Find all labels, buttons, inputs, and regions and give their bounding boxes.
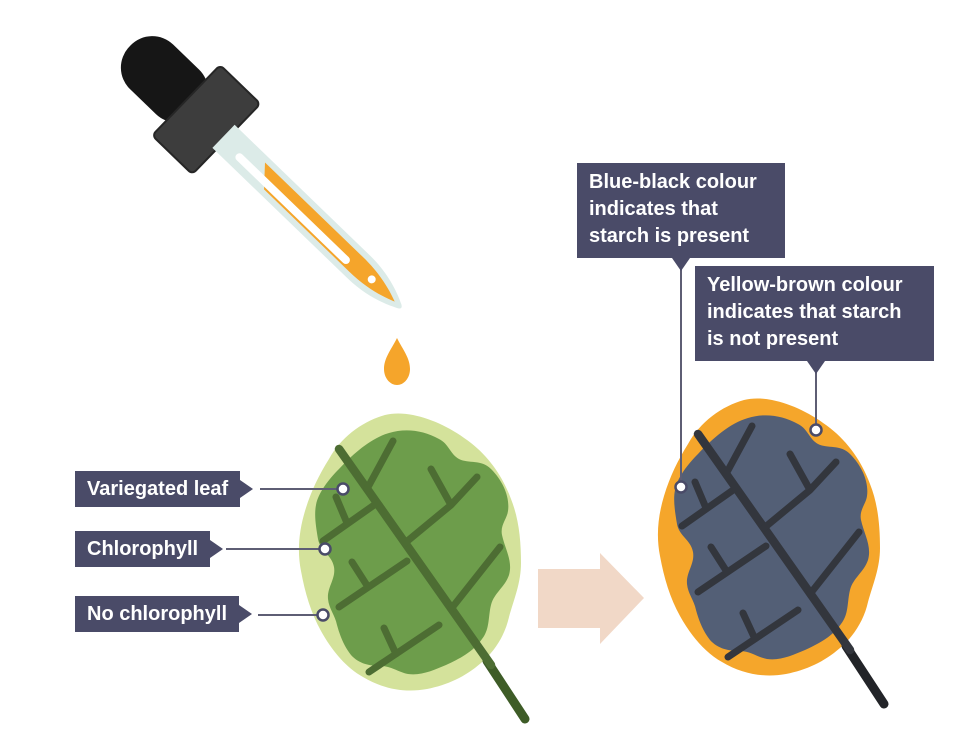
callout-line: Blue-black colour	[589, 171, 757, 193]
iodine-stained-leaf-icon	[657, 398, 884, 704]
callout-line: is not present	[707, 328, 839, 350]
dropper-tip-highlight	[367, 275, 376, 284]
variegated-leaf-icon	[298, 413, 525, 719]
variegated-leaf-dot	[336, 482, 350, 496]
connector-lines	[226, 266, 817, 616]
right-arrow-icon	[538, 553, 644, 644]
dropper-liquid	[264, 162, 395, 302]
iodine-drop-icon	[384, 338, 410, 385]
callout-line: Yellow-brown colour	[707, 274, 903, 296]
callout-line: indicates that	[589, 198, 718, 220]
callout-line: indicates that starch	[707, 301, 902, 323]
label-no-chlorophyll: No chlorophyll	[75, 596, 252, 632]
connector-dots	[316, 423, 823, 622]
no-chlorophyll-dot	[316, 608, 330, 622]
callout-blue-black: Blue-black colour indicates that starch …	[577, 163, 785, 271]
label-chlorophyll: Chlorophyll	[75, 531, 224, 567]
dropper-highlight	[235, 153, 350, 265]
blue-black-dot	[674, 480, 688, 494]
chlorophyll-dot	[318, 542, 332, 556]
callout-line: starch is present	[589, 225, 750, 247]
yellow-brown-dot	[809, 423, 823, 437]
iodine-dropper-icon	[120, 36, 402, 309]
callout-yellow-brown: Yellow-brown colour indicates that starc…	[695, 266, 934, 374]
label-variegated-leaf: Variegated leaf	[75, 471, 254, 507]
